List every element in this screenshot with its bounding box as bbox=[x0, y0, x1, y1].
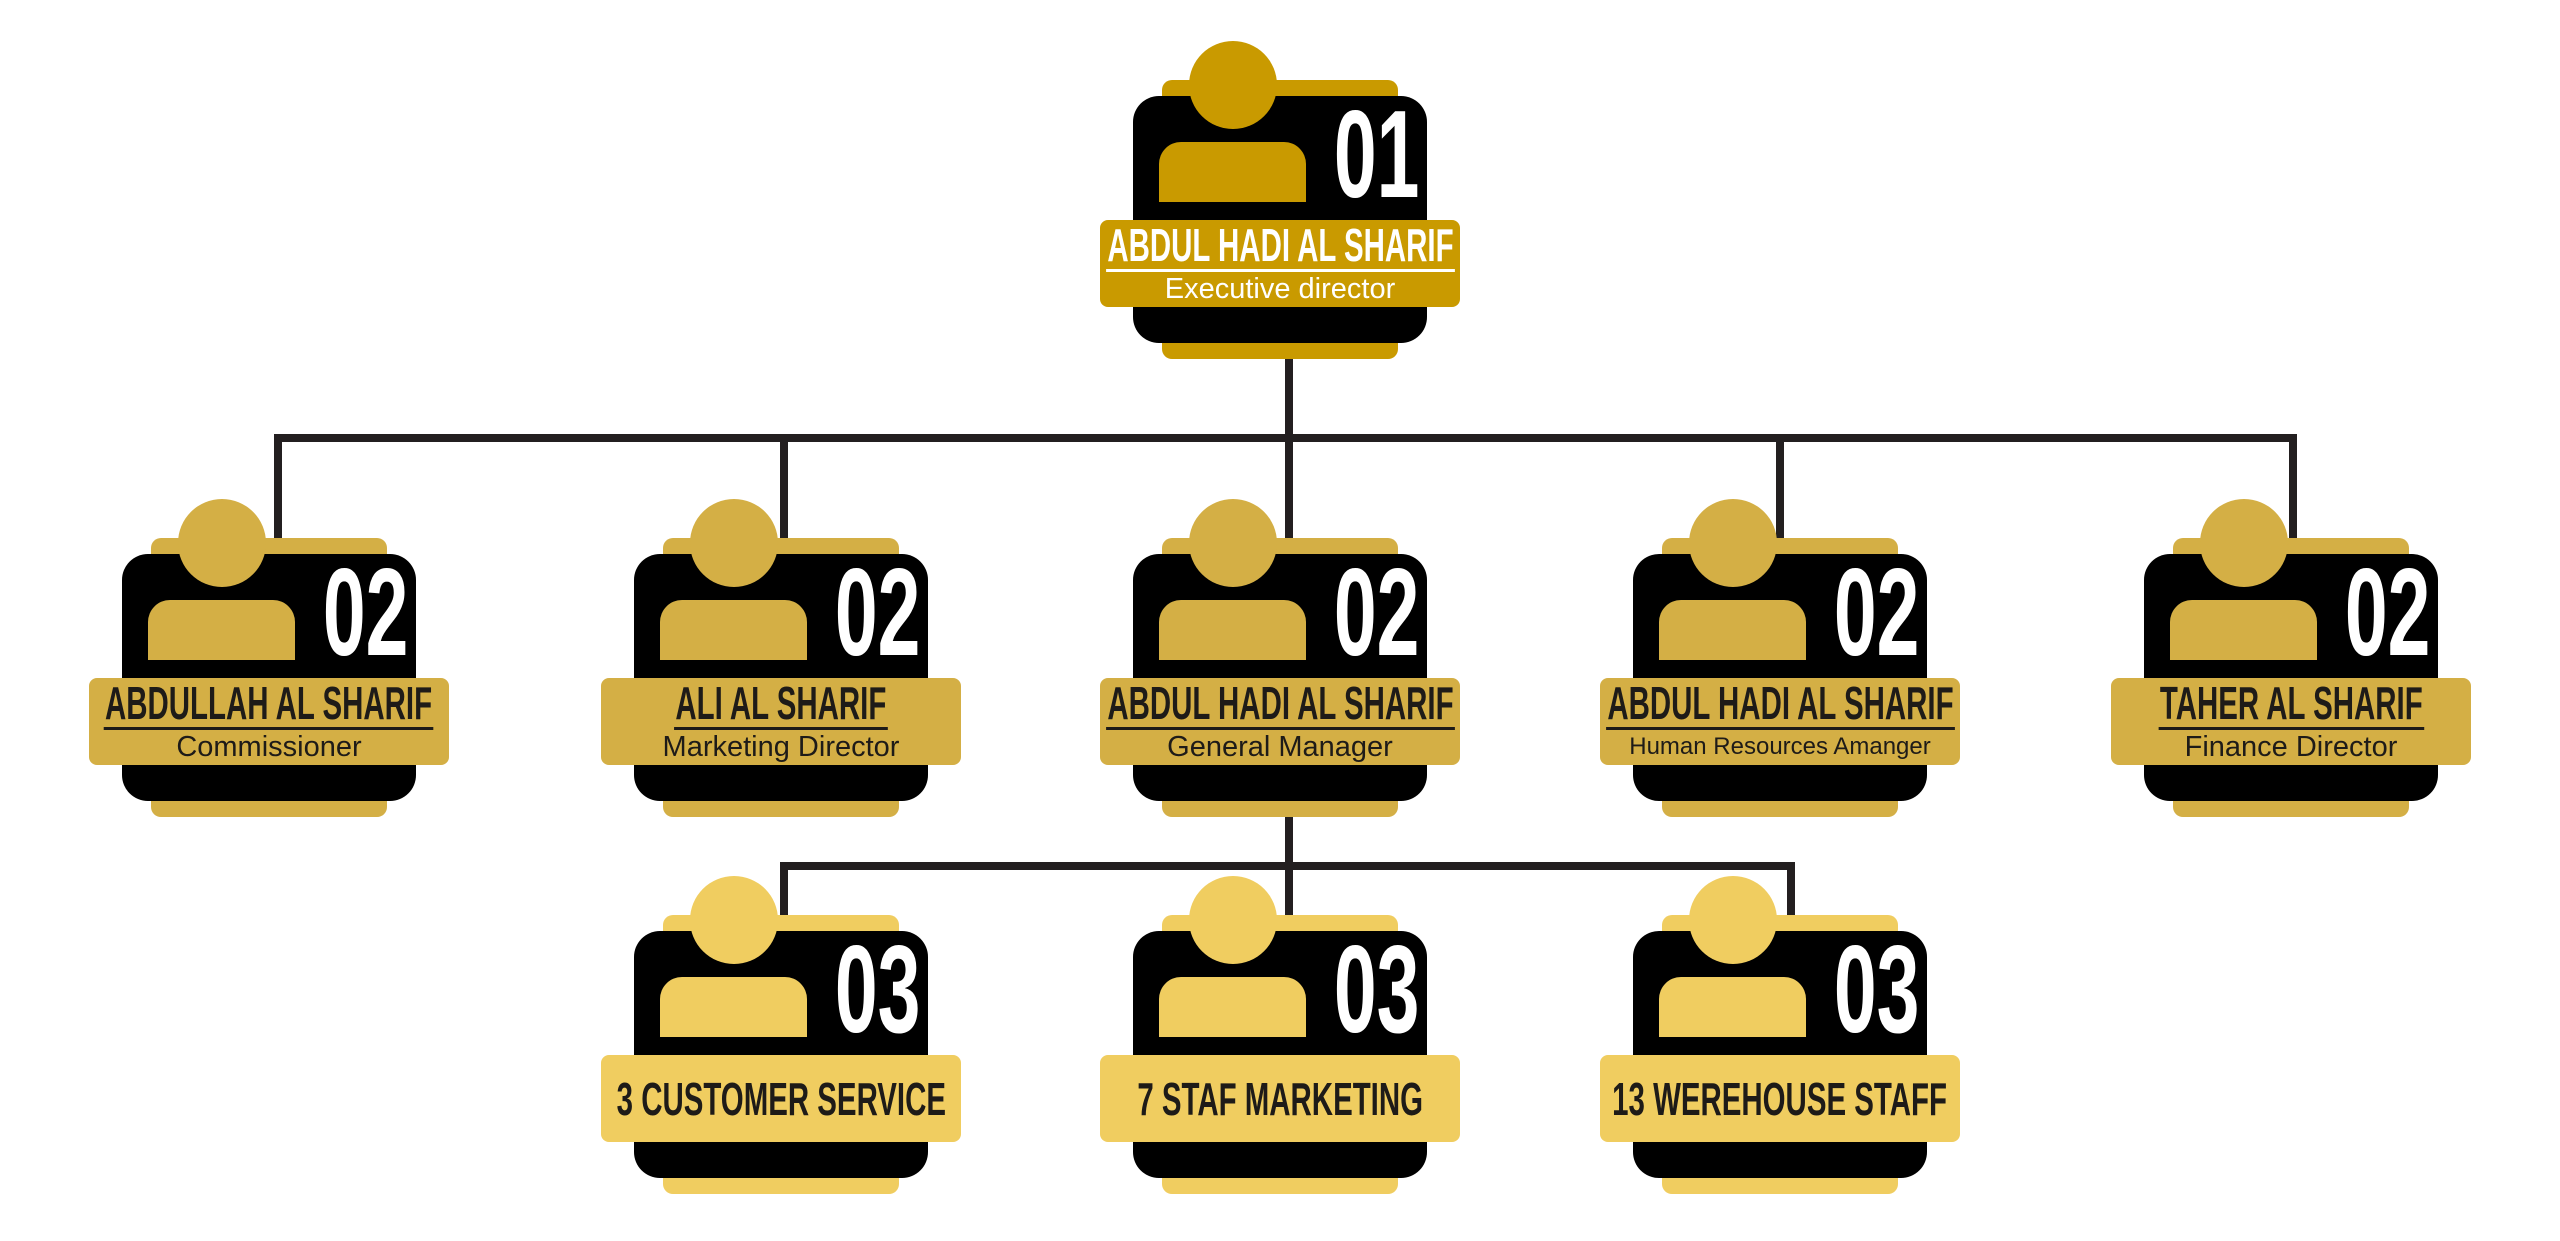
person-role: Human Resources Amanger bbox=[1629, 733, 1931, 760]
person-icon bbox=[1189, 499, 1277, 587]
person-icon-body bbox=[1159, 600, 1306, 660]
connector-level3-drop-1 bbox=[780, 862, 788, 916]
person-icon bbox=[1189, 41, 1277, 129]
connector-gm-vertical bbox=[1285, 815, 1293, 870]
person-icon-body bbox=[148, 600, 295, 660]
connector-level3-drop-3 bbox=[1787, 862, 1795, 916]
person-role: General Manager bbox=[1167, 731, 1393, 763]
person-name: ABDULLAH AL SHARIF bbox=[104, 678, 434, 730]
person-icon-body bbox=[1659, 977, 1806, 1037]
person-role: Executive director bbox=[1164, 273, 1396, 305]
person-icon bbox=[1189, 876, 1277, 964]
name-band: ABDUL HADI AL SHARIF Human Resources Aman… bbox=[1600, 678, 1960, 765]
name-band: 7 STAF MARKETING bbox=[1100, 1055, 1460, 1142]
person-name: ALI AL SHARIF bbox=[674, 678, 888, 730]
person-name: TAHER AL SHARIF bbox=[2158, 678, 2424, 730]
connector-level2-drop-1 bbox=[274, 434, 282, 538]
card-number: 02 bbox=[1333, 544, 1420, 682]
person-icon bbox=[690, 876, 778, 964]
person-role: Commissioner bbox=[176, 731, 362, 763]
person-name: ABDUL HADI AL SHARIF bbox=[1105, 678, 1455, 730]
card-number: 01 bbox=[1333, 86, 1420, 224]
team-label: 3 CUSTOMER SERVICE bbox=[616, 1072, 946, 1125]
person-icon-body bbox=[1159, 142, 1306, 202]
name-band: 3 CUSTOMER SERVICE bbox=[601, 1055, 961, 1142]
person-icon-body bbox=[660, 977, 807, 1037]
org-card-level3-1: 03 3 CUSTOMER SERVICE bbox=[601, 876, 961, 1194]
person-icon bbox=[178, 499, 266, 587]
person-icon-body bbox=[1159, 977, 1306, 1037]
person-name: ABDUL HADI AL SHARIF bbox=[1605, 678, 1955, 730]
connector-level2-drop-5 bbox=[2289, 434, 2297, 538]
connector-top-vertical bbox=[1285, 358, 1293, 442]
card-number: 03 bbox=[1333, 921, 1420, 1059]
person-icon-body bbox=[2170, 600, 2317, 660]
connector-level3-drop-2 bbox=[1285, 862, 1293, 916]
person-role: Finance Director bbox=[2184, 731, 2398, 763]
card-number: 02 bbox=[2344, 544, 2431, 682]
card-number: 03 bbox=[834, 921, 921, 1059]
connector-level2-drop-4 bbox=[1776, 434, 1784, 538]
card-number: 02 bbox=[834, 544, 921, 682]
card-number: 02 bbox=[322, 544, 409, 682]
connector-level2-drop-2 bbox=[780, 434, 788, 538]
person-name: ABDUL HADI AL SHARIF bbox=[1105, 220, 1455, 272]
person-icon-body bbox=[1659, 600, 1806, 660]
org-card-level3-2: 03 7 STAF MARKETING bbox=[1100, 876, 1460, 1194]
connector-level2-drop-3 bbox=[1285, 434, 1293, 538]
person-icon bbox=[2200, 499, 2288, 587]
person-icon bbox=[690, 499, 778, 587]
person-icon bbox=[1689, 499, 1777, 587]
card-number: 03 bbox=[1833, 921, 1920, 1059]
person-icon bbox=[1689, 876, 1777, 964]
team-label: 7 STAF MARKETING bbox=[1137, 1072, 1423, 1125]
org-card-level3-3: 03 13 WEREHOUSE STAFF bbox=[1600, 876, 1960, 1194]
team-label: 13 WEREHOUSE STAFF bbox=[1612, 1072, 1948, 1125]
card-number: 02 bbox=[1833, 544, 1920, 682]
person-role: Marketing Director bbox=[662, 731, 900, 763]
person-icon-body bbox=[660, 600, 807, 660]
name-band: 13 WEREHOUSE STAFF bbox=[1600, 1055, 1960, 1142]
